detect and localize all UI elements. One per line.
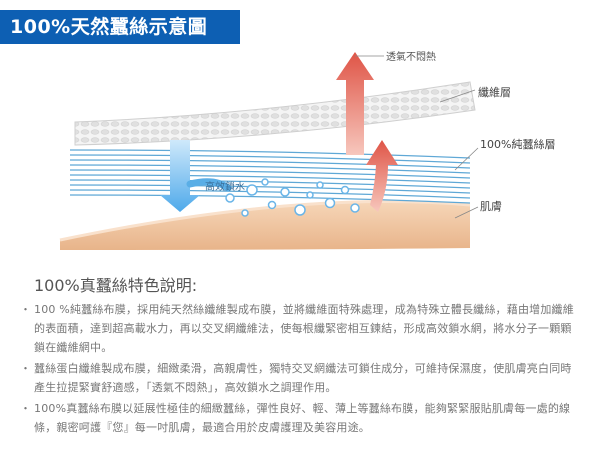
feature-text: 100 %純蠶絲布膜，採用純天然絲纖維製成布膜，並將纖維面特殊處理，成為特殊立體… — [34, 303, 574, 354]
bullet-icon: ・ — [20, 362, 32, 375]
feature-text: 100%真蠶絲布膜以延展性極佳的細緻蠶絲，彈性良好、輕、薄上等蠶絲布膜，能夠緊緊… — [34, 402, 571, 434]
page-title: 100%天然蠶絲示意圖 — [0, 10, 240, 44]
label-breathable: 透氣不悶熱 — [386, 50, 436, 63]
list-item: ・ 100 %純蠶絲布膜，採用純天然絲纖維製成布膜，並將纖維面特殊處理，成為特殊… — [20, 300, 580, 357]
features-heading: 100%真蠶絲特色說明: — [34, 276, 198, 295]
list-item: ・ 100%真蠶絲布膜以延展性極佳的細緻蠶絲，彈性良好、輕、薄上等蠶絲布膜，能夠… — [20, 399, 580, 437]
label-moisture: 高效鎖水 — [205, 180, 245, 193]
silk-fiber-lines — [69, 149, 471, 204]
label-skin: 肌膚 — [480, 199, 502, 213]
feature-text: 蠶絲蛋白纖維製成布膜，細緻柔滑，高親膚性，獨特交叉網纖法可鎖住成分，可維持保濕度… — [34, 362, 572, 394]
label-fiber-layer: 纖維層 — [478, 85, 511, 99]
fiber-layer — [74, 81, 476, 146]
label-silk-layer: 100%純蠶絲層 — [480, 137, 555, 151]
water-molecules — [225, 178, 360, 217]
bullet-icon: ・ — [20, 402, 32, 415]
silk-diagram: 透氣不悶熱 纖維層 100%純蠶絲層 肌膚 高效鎖水 — [59, 50, 555, 250]
feature-list: ・ 100 %純蠶絲布膜，採用純天然絲纖維製成布膜，並將纖維面特殊處理，成為特殊… — [20, 300, 580, 439]
arrow-up-icon — [336, 52, 374, 155]
skin-layer — [60, 201, 470, 250]
arrow-down-icon — [160, 140, 200, 212]
list-item: ・ 蠶絲蛋白纖維製成布膜，細緻柔滑，高親膚性，獨特交叉網纖法可鎖住成分，可維持保… — [20, 359, 580, 397]
bullet-icon: ・ — [20, 303, 32, 316]
